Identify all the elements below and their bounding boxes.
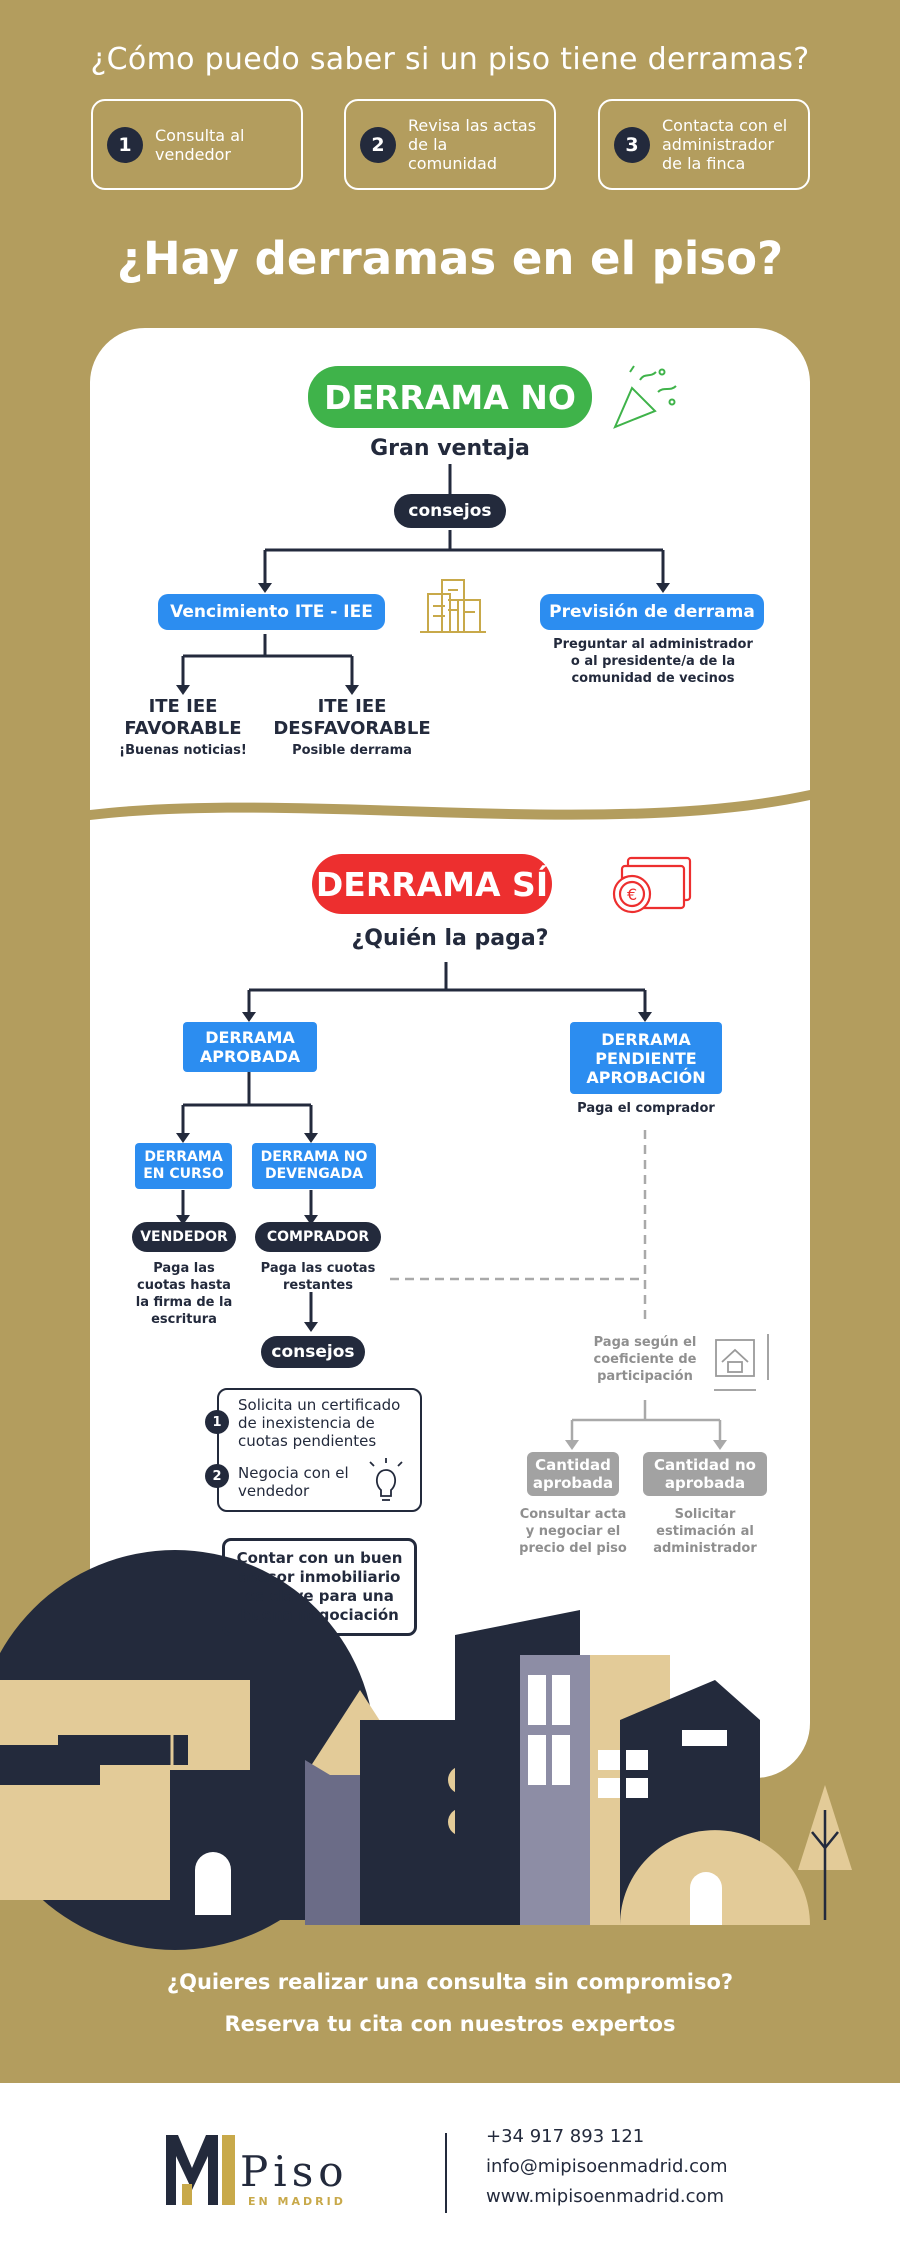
ite-label: Vencimiento ITE - IEE [158, 594, 385, 630]
favorable-note: ¡Buenas noticias! [119, 743, 247, 758]
cantidad-no-aprobada-note: Solicitar estimación al administrador [653, 1507, 757, 1556]
logo-mark-icon [166, 2135, 235, 2205]
step-text: Contacta con el administrador de la finc… [662, 116, 788, 173]
logo-subtext: EN MADRID [248, 2195, 346, 2208]
step-number: 3 [614, 126, 650, 163]
cantidad-no-aprobada-box: Cantidad no aprobada [643, 1452, 767, 1496]
footer-email[interactable]: info@mipisoenmadrid.com [486, 2156, 728, 2177]
lightbulb-icon [369, 1458, 403, 1501]
footer-web[interactable]: www.mipisoenmadrid.com [486, 2186, 725, 2207]
step-2-card: 2 Revisa las actas de la comunidad [344, 99, 556, 190]
si-tips-label: consejos [261, 1336, 365, 1368]
city-illustration [0, 1550, 852, 1950]
derrama-en-curso-box: DERRAMA EN CURSO [135, 1143, 232, 1189]
cantidad-aprobada-note: Consultar acta y negociar el precio del … [519, 1507, 627, 1556]
buildings-icon [420, 579, 486, 633]
tip-2-number: 2 [205, 1464, 229, 1488]
footer [0, 2083, 900, 2250]
step-number: 1 [107, 126, 143, 163]
derrama-aprobada-box: DERRAMA APROBADA [183, 1022, 317, 1072]
derrama-no-devengada-box: DERRAMA NO DEVENGADA [252, 1143, 376, 1189]
money-icon: € [612, 856, 692, 914]
cantidad-aprobada-box: Cantidad aprobada [527, 1452, 619, 1496]
main-question: ¿Hay derramas en el piso? [116, 232, 784, 285]
header-question: ¿Cómo puedo saber si un piso tiene derra… [90, 42, 810, 77]
no-tips-label: consejos [394, 494, 506, 528]
favorable-title: ITE IEE FAVORABLE [124, 696, 242, 739]
svg-text:€: € [627, 885, 637, 904]
footer-phone[interactable]: +34 917 893 121 [486, 2126, 645, 2147]
no-subtitle: Gran ventaja [370, 436, 530, 461]
derrama-pendiente-box: DERRAMA PENDIENTE APROBACIÓN [570, 1022, 722, 1094]
coef-text: Paga según el coeficiente de participaci… [593, 1335, 697, 1384]
tips-box [217, 1388, 422, 1512]
derrama-si-badge: DERRAMA SÍ [312, 854, 552, 914]
desfavorable-title: ITE IEE DESFAVORABLE [273, 696, 431, 739]
tip-2-text: Negocia con el vendedor [238, 1464, 349, 1500]
comprador-note: Paga las cuotas restantes [260, 1261, 376, 1293]
cta-line-1: ¿Quieres realizar una consulta sin compr… [166, 1970, 734, 1994]
pendiente-note: Paga el comprador [577, 1101, 715, 1116]
coefficient-house-icon [714, 1334, 769, 1391]
advice-box: Contar con un buen asesor inmobiliario e… [222, 1538, 417, 1636]
tip-1-text: Solicita un certificado de inexistencia … [238, 1396, 401, 1450]
desfavorable-note: Posible derrama [292, 743, 412, 758]
prevision-text: Preguntar al administrador o al presiden… [553, 637, 753, 686]
step-text: Consulta al vendedor [155, 125, 245, 164]
derrama-no-badge: DERRAMA NO [308, 366, 592, 428]
advice-text: Contar con un buen asesor inmobiliario e… [236, 1549, 403, 1624]
vendedor-note: Paga las cuotas hasta la firma de la esc… [135, 1261, 233, 1327]
prevision-label: Previsión de derrama [540, 594, 764, 630]
party-popper-icon [613, 365, 677, 429]
si-subtitle: ¿Quién la paga? [351, 926, 549, 951]
logo-text: Piso [240, 2147, 349, 2196]
step-1-card: 1 Consulta al vendedor [91, 99, 303, 190]
footer-graphics [166, 2133, 447, 2213]
comprador-pill: COMPRADOR [255, 1222, 381, 1252]
step-text: Revisa las actas de la comunidad [408, 116, 537, 173]
step-number: 2 [360, 126, 396, 163]
vendedor-pill: VENDEDOR [132, 1222, 236, 1252]
cta-line-2: Reserva tu cita con nuestros expertos [224, 2012, 676, 2036]
step-3-card: 3 Contacta con el administrador de la fi… [598, 99, 810, 190]
tip-1-number: 1 [205, 1410, 229, 1434]
